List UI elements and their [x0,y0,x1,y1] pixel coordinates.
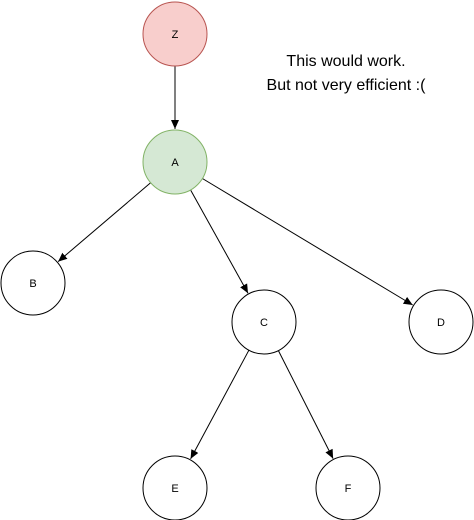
node-d: D [408,289,474,355]
node-a: A [142,129,208,195]
annotation-note: This would work. But not very efficient … [236,50,456,98]
node-c: C [231,289,297,355]
edge-c-e [190,349,250,460]
node-circle-e [142,455,208,520]
node-circle-a [142,129,208,195]
node-circle-c [231,289,297,355]
node-circle-d [408,289,474,355]
node-circle-b [0,250,66,316]
node-f: F [315,455,381,520]
node-e: E [142,455,208,520]
node-circle-z [142,1,208,67]
node-z: Z [142,1,208,67]
edge-a-b [57,182,151,262]
node-b: B [0,250,66,316]
node-label-c: C [260,317,268,329]
node-label-a: A [171,157,179,169]
node-label-f: F [345,483,352,495]
note-line-2: But not very efficient :( [266,77,426,94]
node-label-e: E [171,483,178,495]
edge-c-f [277,350,334,459]
edge-a-c [190,189,249,294]
node-label-z: Z [172,29,179,41]
edge-a-d [202,178,413,306]
node-label-d: D [437,317,445,329]
edges [57,66,413,460]
node-label-b: B [29,278,36,290]
node-circle-f [315,455,381,520]
note-line-1: This would work. [286,53,406,70]
